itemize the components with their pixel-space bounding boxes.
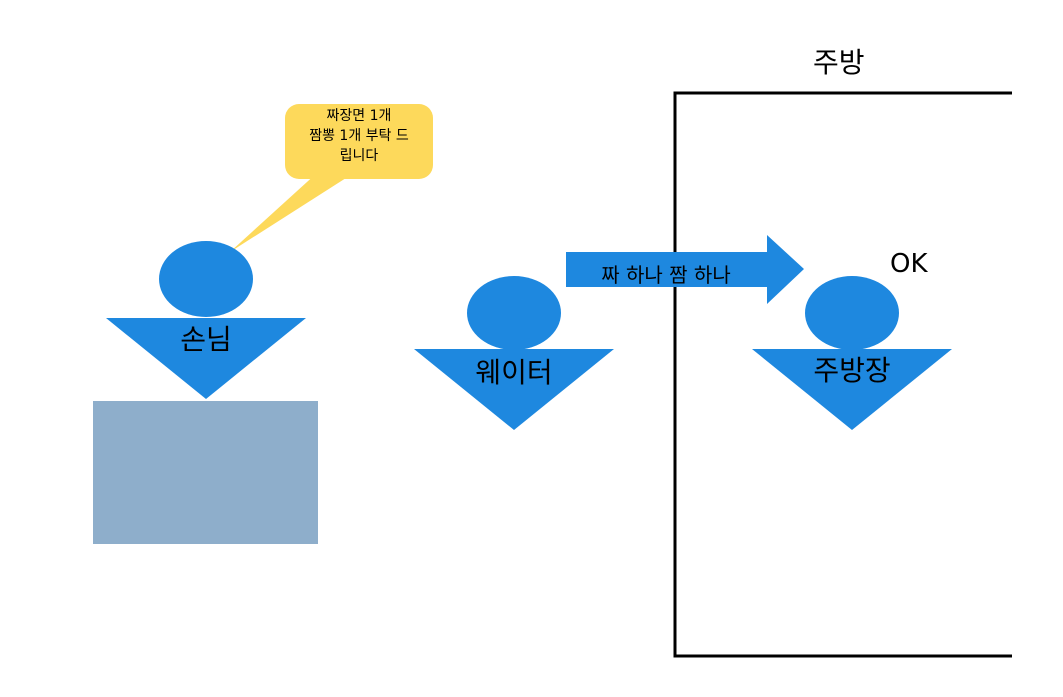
waiter-head	[467, 276, 561, 350]
chef-label: 주방장	[813, 354, 891, 387]
waiter-body	[414, 349, 614, 430]
chef-reply: OK	[890, 249, 928, 279]
speech-line-2: 짬뽕 1개 부탁 드	[309, 128, 409, 144]
order-arrow-label: 짜 하나 짬 하나	[601, 263, 731, 287]
speech-line-3: 립니다	[339, 148, 379, 164]
kitchen-title: 주방	[813, 46, 865, 79]
chef-body	[752, 349, 952, 430]
customer-label: 손님	[180, 323, 232, 356]
kitchen-boundary	[673, 91, 1012, 658]
customer-table	[93, 401, 318, 544]
order-arrow	[566, 235, 804, 304]
chef-head	[805, 276, 899, 350]
speech-bubble-tail	[230, 172, 346, 252]
customer-body	[106, 318, 306, 399]
speech-bubble	[285, 104, 433, 179]
waiter-label: 웨이터	[475, 356, 553, 389]
speech-line-1: 짜장면 1개	[326, 108, 392, 124]
customer-head	[159, 241, 253, 317]
speech-bubble-text: 짜장면 1개 짬뽕 1개 부탁 드 립니다	[286, 106, 432, 166]
